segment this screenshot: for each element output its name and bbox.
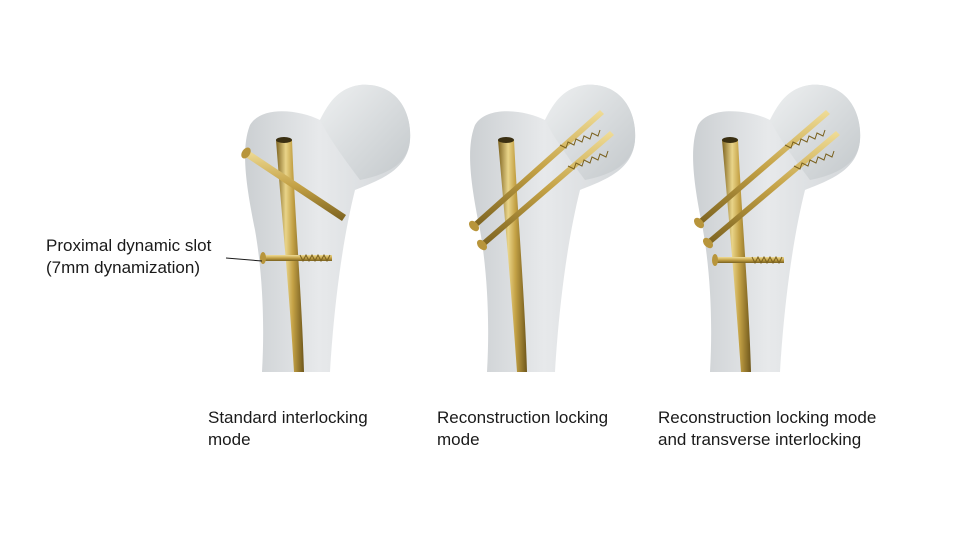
panel-standard-interlocking (225, 84, 411, 372)
panel-reconstruction-transverse (693, 84, 861, 372)
transverse-screw (712, 254, 784, 266)
caption-line-2: and transverse interlocking (658, 430, 862, 449)
caption-standard-interlocking: Standard interlocking mode (208, 407, 368, 451)
reconstruction-screw-lower (703, 131, 840, 249)
callout-line-1: Proximal dynamic slot (46, 236, 212, 255)
caption-line-1: Reconstruction locking mode (658, 408, 877, 427)
callout-line-2: (7mm dynamization) (46, 258, 200, 277)
caption-line-1: Standard interlocking (208, 408, 368, 427)
reconstruction-screw-lower (477, 131, 614, 251)
caption-line-1: Reconstruction locking (437, 408, 609, 427)
reconstruction-screw-upper (694, 110, 830, 229)
caption-line-2: mode (437, 430, 480, 449)
reconstruction-screw-upper (469, 110, 604, 232)
panel-reconstruction-locking (469, 84, 636, 372)
callout-leader-line (225, 257, 263, 262)
femur-bone (470, 84, 636, 372)
caption-reconstruction-transverse: Reconstruction locking mode and transver… (658, 407, 876, 451)
femur-bone (693, 84, 861, 372)
femur-bone (245, 84, 411, 372)
caption-line-2: mode (208, 430, 251, 449)
oblique-screw (241, 147, 346, 221)
caption-reconstruction-locking: Reconstruction locking mode (437, 407, 608, 451)
proximal-dynamic-slot-callout: Proximal dynamic slot (7mm dynamization) (46, 235, 211, 279)
